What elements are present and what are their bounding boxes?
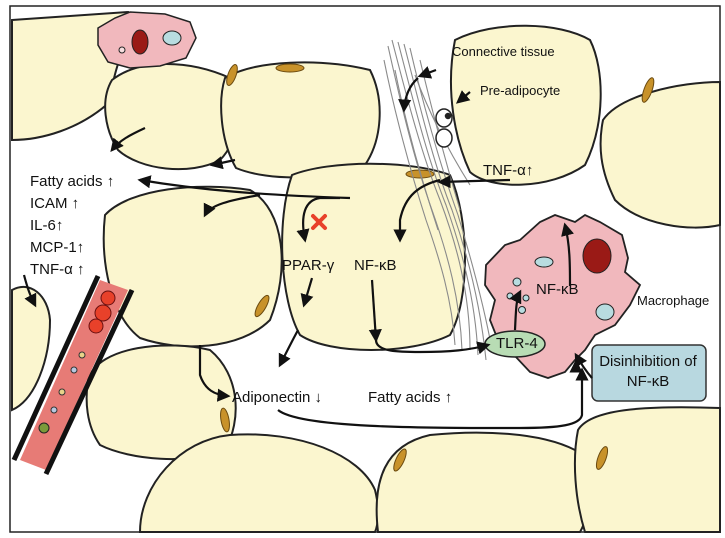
nfkb-macrophage-label: NF-κB	[536, 282, 579, 299]
macrophage-nucleus	[132, 30, 148, 54]
adipocyte-top-center	[221, 62, 380, 177]
macrophage-label: Macrophage	[637, 294, 709, 308]
tnf-alpha-label: TNF-α↑	[483, 163, 533, 180]
mcp1-label: MCP-1↑	[30, 240, 84, 257]
adipocyte-far-right-top	[601, 82, 720, 228]
arrow-to-adiponectin	[280, 330, 298, 365]
adiponectin-label: Adiponectin ↓	[232, 390, 322, 407]
ppar-gamma-label: PPAR-γ	[282, 258, 334, 275]
macrophage-nucleus	[583, 239, 611, 273]
tlr4-label: TLR-4	[496, 336, 538, 353]
adipocyte-bottom-right	[575, 407, 720, 532]
arrow-disinhibition	[576, 355, 592, 378]
disinhibition-label: Disinhibition of NF-κB	[594, 352, 702, 391]
icam-label: ICAM ↑	[30, 196, 79, 213]
nucleus	[276, 64, 304, 72]
fatty-acids-label: Fatty acids ↑	[30, 174, 114, 191]
pre-adipocyte-label: Pre-adipocyte	[480, 84, 560, 98]
nfkb-label: NF-κB	[354, 258, 397, 275]
connective-tissue-label: Connective tissue	[452, 45, 555, 59]
macrophage-top-left	[98, 12, 196, 68]
il6-label: IL-6↑	[30, 218, 63, 235]
adipocyte-top-center-left	[105, 64, 239, 169]
adipocyte-bottom-center	[377, 433, 589, 532]
fatty-acids-bottom-label: Fatty acids ↑	[368, 390, 452, 407]
tnf-alpha-left-label: TNF-α ↑	[30, 262, 85, 279]
adipocyte-center-left	[104, 187, 282, 347]
